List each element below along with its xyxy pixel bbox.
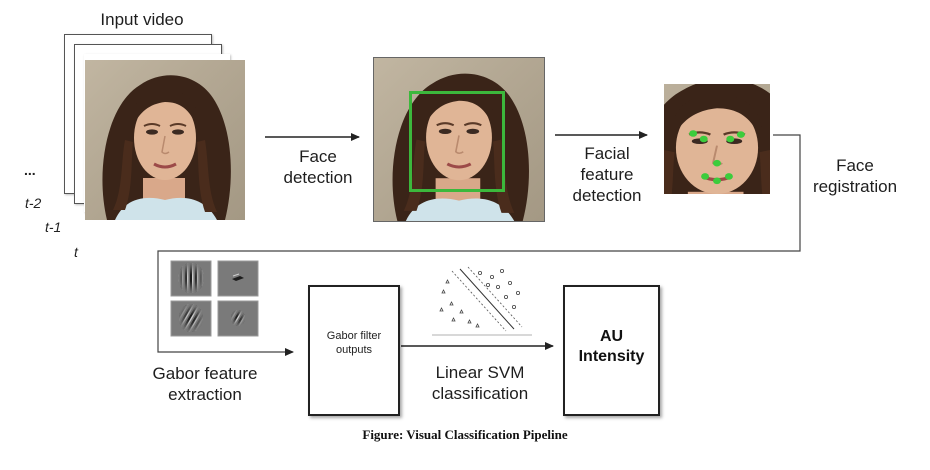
figure-caption: Figure: Visual Classification Pipeline [362, 427, 568, 442]
svm-classification-label: Linear SVM classification [410, 362, 550, 404]
gabor-extraction-label-line2: extraction [168, 385, 242, 404]
facial-feature-label-line3: detection [572, 186, 642, 205]
gabor-outputs-line2: outputs [335, 344, 373, 356]
svm-label-line1: Linear SVM [435, 363, 525, 382]
face-detection-label: Face detection [268, 146, 368, 188]
face-registration-label-line2: registration [812, 177, 898, 196]
gabor-feature-extraction-label: Gabor feature extraction [130, 363, 280, 405]
face-detection-box [409, 91, 505, 192]
input-face-photo [85, 60, 245, 220]
facial-feature-label-line2: feature [580, 165, 634, 184]
svm-label-line2: classification [431, 384, 529, 403]
au-intensity-box: AU Intensity [563, 285, 660, 416]
detection-face-photo [373, 57, 545, 222]
au-label-line1: AU [599, 328, 624, 345]
au-intensity-text: AU Intensity [565, 327, 658, 367]
face-registration-label: Face registration [800, 155, 910, 197]
face-registration-label-line1: Face [836, 156, 874, 175]
facial-feature-label-line1: Facial [584, 144, 630, 163]
gabor-outputs-text: Gabor filter outputs [310, 329, 398, 357]
landmark-face-photo [664, 84, 770, 194]
time-label-t-2: t-2 [25, 195, 42, 211]
time-label-ellipsis: ... [24, 162, 36, 178]
time-label-t: t [74, 244, 78, 260]
au-label-line2: Intensity [578, 348, 645, 365]
time-label-t-1: t-1 [45, 219, 62, 235]
gabor-outputs-line1: Gabor filter [326, 330, 382, 342]
face-detection-label-line2: detection [283, 168, 353, 187]
input-video-label: Input video [100, 10, 184, 29]
facial-feature-detection-label: Facial feature detection [552, 143, 662, 206]
face-detection-label-line1: Face [299, 147, 337, 166]
gabor-extraction-label-line1: Gabor feature [152, 364, 258, 383]
facial-landmark-points [689, 130, 745, 185]
gabor-filter-outputs-box: Gabor filter outputs [308, 285, 400, 416]
svm-scatter-illustration [432, 265, 532, 337]
gabor-filter-bank [170, 260, 262, 338]
